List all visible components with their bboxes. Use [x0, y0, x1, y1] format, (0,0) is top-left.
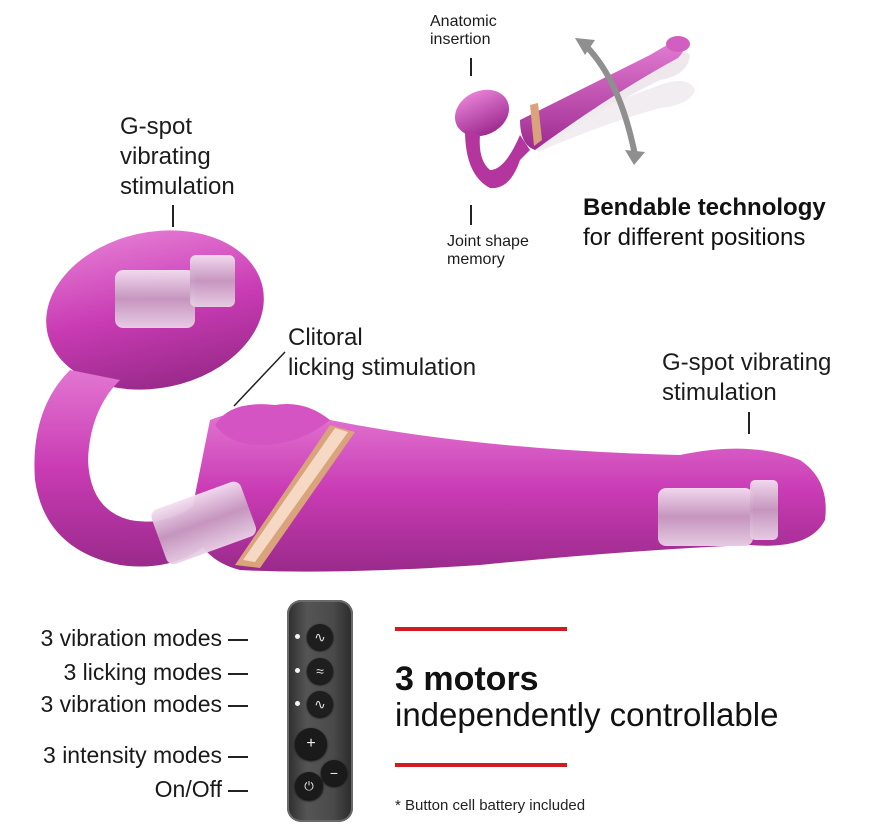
clitoral-pointer	[233, 351, 286, 407]
remote-labels: 3 vibration modes 3 licking modes 3 vibr…	[0, 622, 280, 822]
led-indicator	[295, 668, 300, 673]
top-product-image	[454, 36, 695, 189]
bendable-subtitle: for different positions	[583, 224, 806, 251]
remote-label-row: 3 vibration modes	[0, 625, 250, 651]
joint-shape-memory-label: Joint shape memory	[447, 233, 529, 268]
led-indicator	[295, 701, 300, 706]
remote-label: 3 vibration modes	[40, 691, 222, 717]
vibration-mode-button[interactable]: ∿	[307, 624, 333, 650]
anatomic-insertion-pointer	[470, 58, 472, 76]
remote-label-pointer	[228, 705, 248, 707]
vibration-wave-icon: ∿	[314, 629, 326, 645]
battery-note: * Button cell battery included	[395, 797, 586, 814]
power-button[interactable]: ⏻	[295, 772, 323, 800]
main-product-image	[34, 230, 826, 572]
remote-label-row: 3 licking modes	[0, 659, 250, 685]
remote-label-pointer	[228, 639, 248, 641]
remote-label-row: 3 intensity modes	[0, 742, 250, 768]
licking-tongue-icon: ≈	[316, 663, 324, 679]
vibration-wave-icon: ∿	[314, 696, 326, 712]
gspot-left-label: G-spot vibrating stimulation	[120, 113, 235, 200]
licking-mode-button[interactable]: ≈	[307, 658, 333, 684]
motors-subtitle: independently controllable	[395, 696, 779, 733]
led-indicator	[295, 634, 300, 639]
top-red-bar	[395, 627, 567, 631]
gspot-right-pointer	[748, 412, 750, 434]
remote-control: ∿ ≈ ∿ + − ⏻	[287, 600, 353, 822]
gspot-left-pointer	[172, 205, 174, 227]
remote-label: 3 vibration modes	[40, 625, 222, 651]
intensity-down-button[interactable]: −	[321, 760, 347, 786]
motors-title: 3 motors	[395, 660, 539, 698]
remote-label-pointer	[228, 673, 248, 675]
gspot-right-label: G-spot vibrating stimulation	[662, 349, 832, 406]
minus-icon: −	[329, 765, 339, 781]
bottom-red-bar	[395, 763, 567, 767]
joint-memory-pointer	[470, 205, 472, 225]
clitoral-label: Clitoral licking stimulation	[288, 324, 477, 381]
power-icon: ⏻	[304, 779, 314, 793]
remote-label-row: 3 vibration modes	[0, 691, 250, 717]
remote-label-pointer	[228, 756, 248, 758]
remote-label-row: On/Off	[0, 776, 250, 802]
remote-label: 3 intensity modes	[43, 742, 222, 768]
remote-label: 3 licking modes	[63, 659, 222, 685]
anatomic-insertion-label: Anatomic insertion	[430, 13, 497, 48]
bendable-title: Bendable technology	[583, 194, 826, 221]
remote-label: On/Off	[154, 776, 222, 802]
plus-icon: +	[306, 735, 316, 752]
remote-label-pointer	[228, 790, 248, 792]
intensity-up-button[interactable]: +	[295, 728, 327, 760]
vibration-mode-button-2[interactable]: ∿	[307, 691, 333, 717]
